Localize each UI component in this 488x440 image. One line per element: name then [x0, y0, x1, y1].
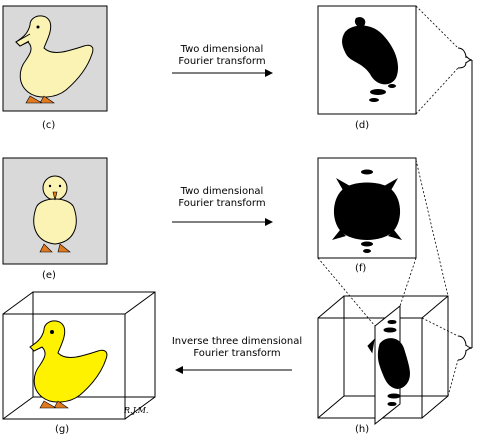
label-f: (f) — [355, 263, 367, 274]
caption-bottom: Inverse three dimensional Fourier transf… — [171, 336, 303, 359]
projection-lines — [317, 5, 459, 397]
duck-bright-body — [29, 320, 108, 403]
panel-e-duck-front — [2, 157, 108, 265]
caption-middle: Two dimensional Fourier transform — [178, 186, 266, 209]
panel-d-transform — [317, 5, 417, 115]
caption-top: Two dimensional Fourier transform — [178, 44, 266, 67]
label-d: (d) — [355, 120, 370, 131]
panel-f-transform — [317, 157, 417, 259]
label-e: (e) — [42, 270, 56, 281]
signature: R.J.M. — [124, 406, 149, 415]
panel-c-duck-side — [2, 5, 108, 112]
panel-h-cube-slices — [317, 295, 449, 426]
label-g: (g) — [55, 424, 70, 435]
duck-side-feet — [25, 95, 55, 104]
duck-side-beak — [15, 33, 31, 47]
label-h: (h) — [355, 424, 370, 435]
label-c: (c) — [42, 120, 56, 131]
panel-g-cube-duck — [2, 291, 156, 420]
connector-brace — [457, 47, 473, 361]
duck-side-body — [15, 15, 94, 98]
